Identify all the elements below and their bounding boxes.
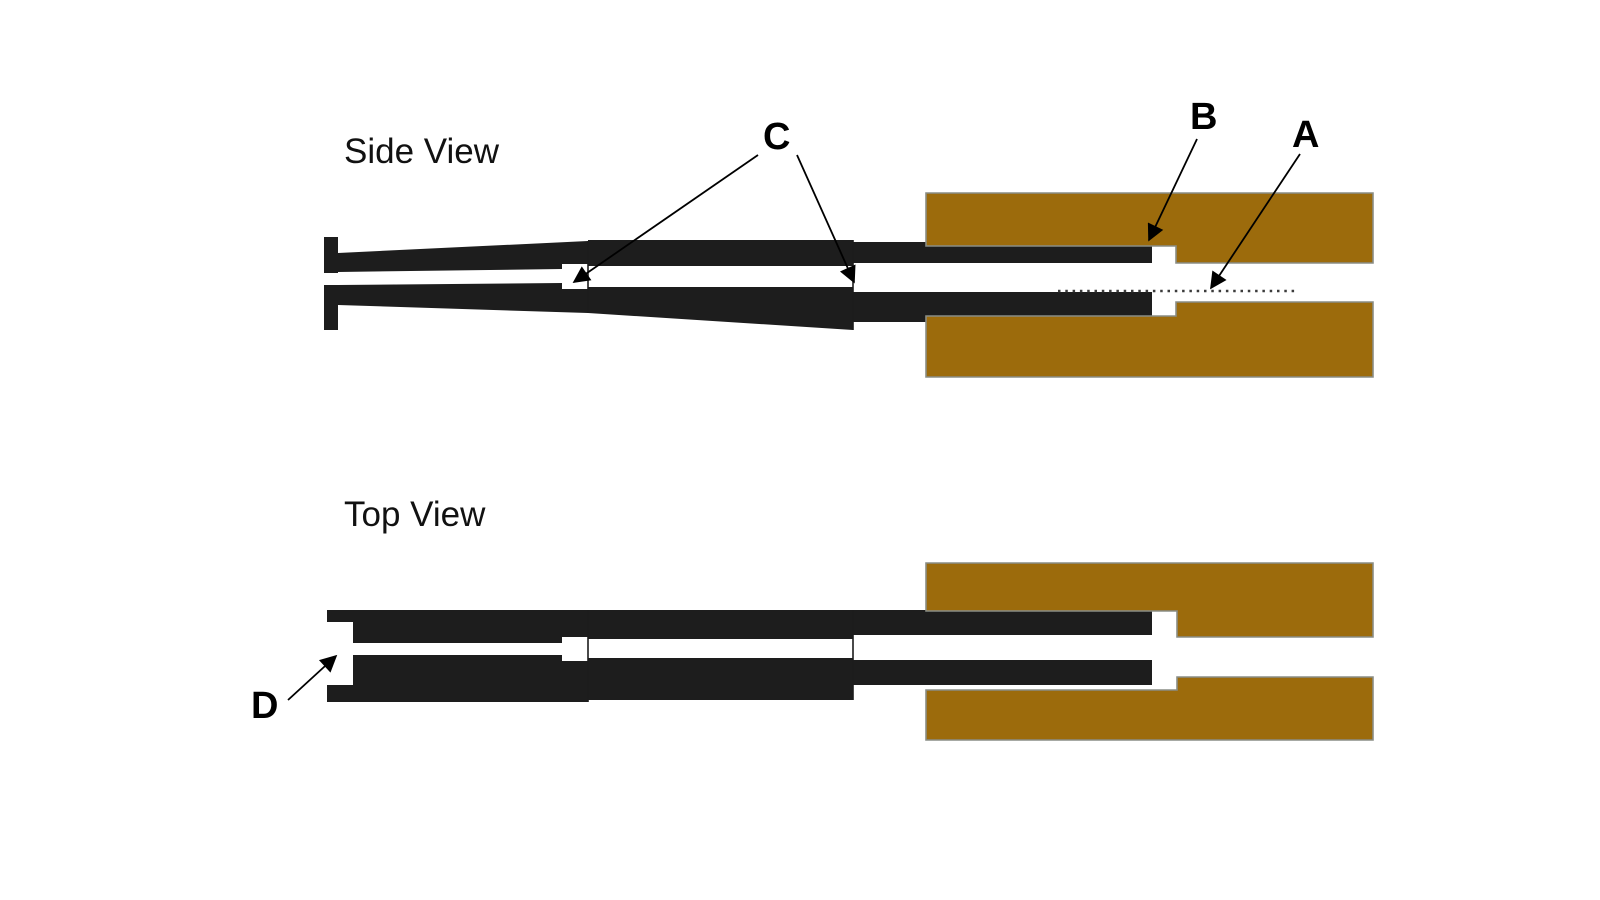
callout-label-c: C (763, 116, 791, 158)
top-holder-lower-block (925, 676, 1374, 741)
side-view-group (324, 138, 1374, 378)
side-upper-tip (853, 242, 1152, 263)
top-view-title: Top View (344, 495, 486, 534)
callout-c-arrow-right (796, 154, 856, 284)
callout-label-d: D (251, 685, 279, 727)
side-lower-arm-mid-segment (588, 287, 853, 330)
side-holder-lower-block (925, 301, 1374, 378)
top-lower-arm-rear-segment (327, 655, 588, 702)
callout-label-b: B (1190, 96, 1218, 138)
top-holder-upper-block (925, 562, 1374, 638)
side-lower-arm-taper-segment (338, 283, 588, 313)
callout-b-arrow (1147, 138, 1198, 242)
top-upper-tip (853, 610, 1152, 635)
side-upper-arm-taper-segment (338, 241, 588, 272)
side-upper-base-bar (324, 237, 338, 273)
callout-d-arrow (287, 654, 338, 701)
top-upper-arm-rear-segment (327, 610, 588, 643)
side-upper-arm-mid-segment (588, 240, 853, 266)
side-view-title: Side View (344, 132, 500, 171)
side-lower-tip (853, 292, 1152, 322)
callout-c-arrow-left (572, 154, 759, 283)
top-upper-arm-mid-segment (588, 610, 853, 639)
callout-label-a: A (1292, 114, 1320, 156)
top-lower-tip (853, 660, 1152, 685)
top-view-group (287, 562, 1374, 741)
callout-a-arrow (1210, 153, 1301, 290)
top-lower-arm-mid-segment (588, 658, 853, 700)
side-lower-base-bar (324, 285, 338, 330)
